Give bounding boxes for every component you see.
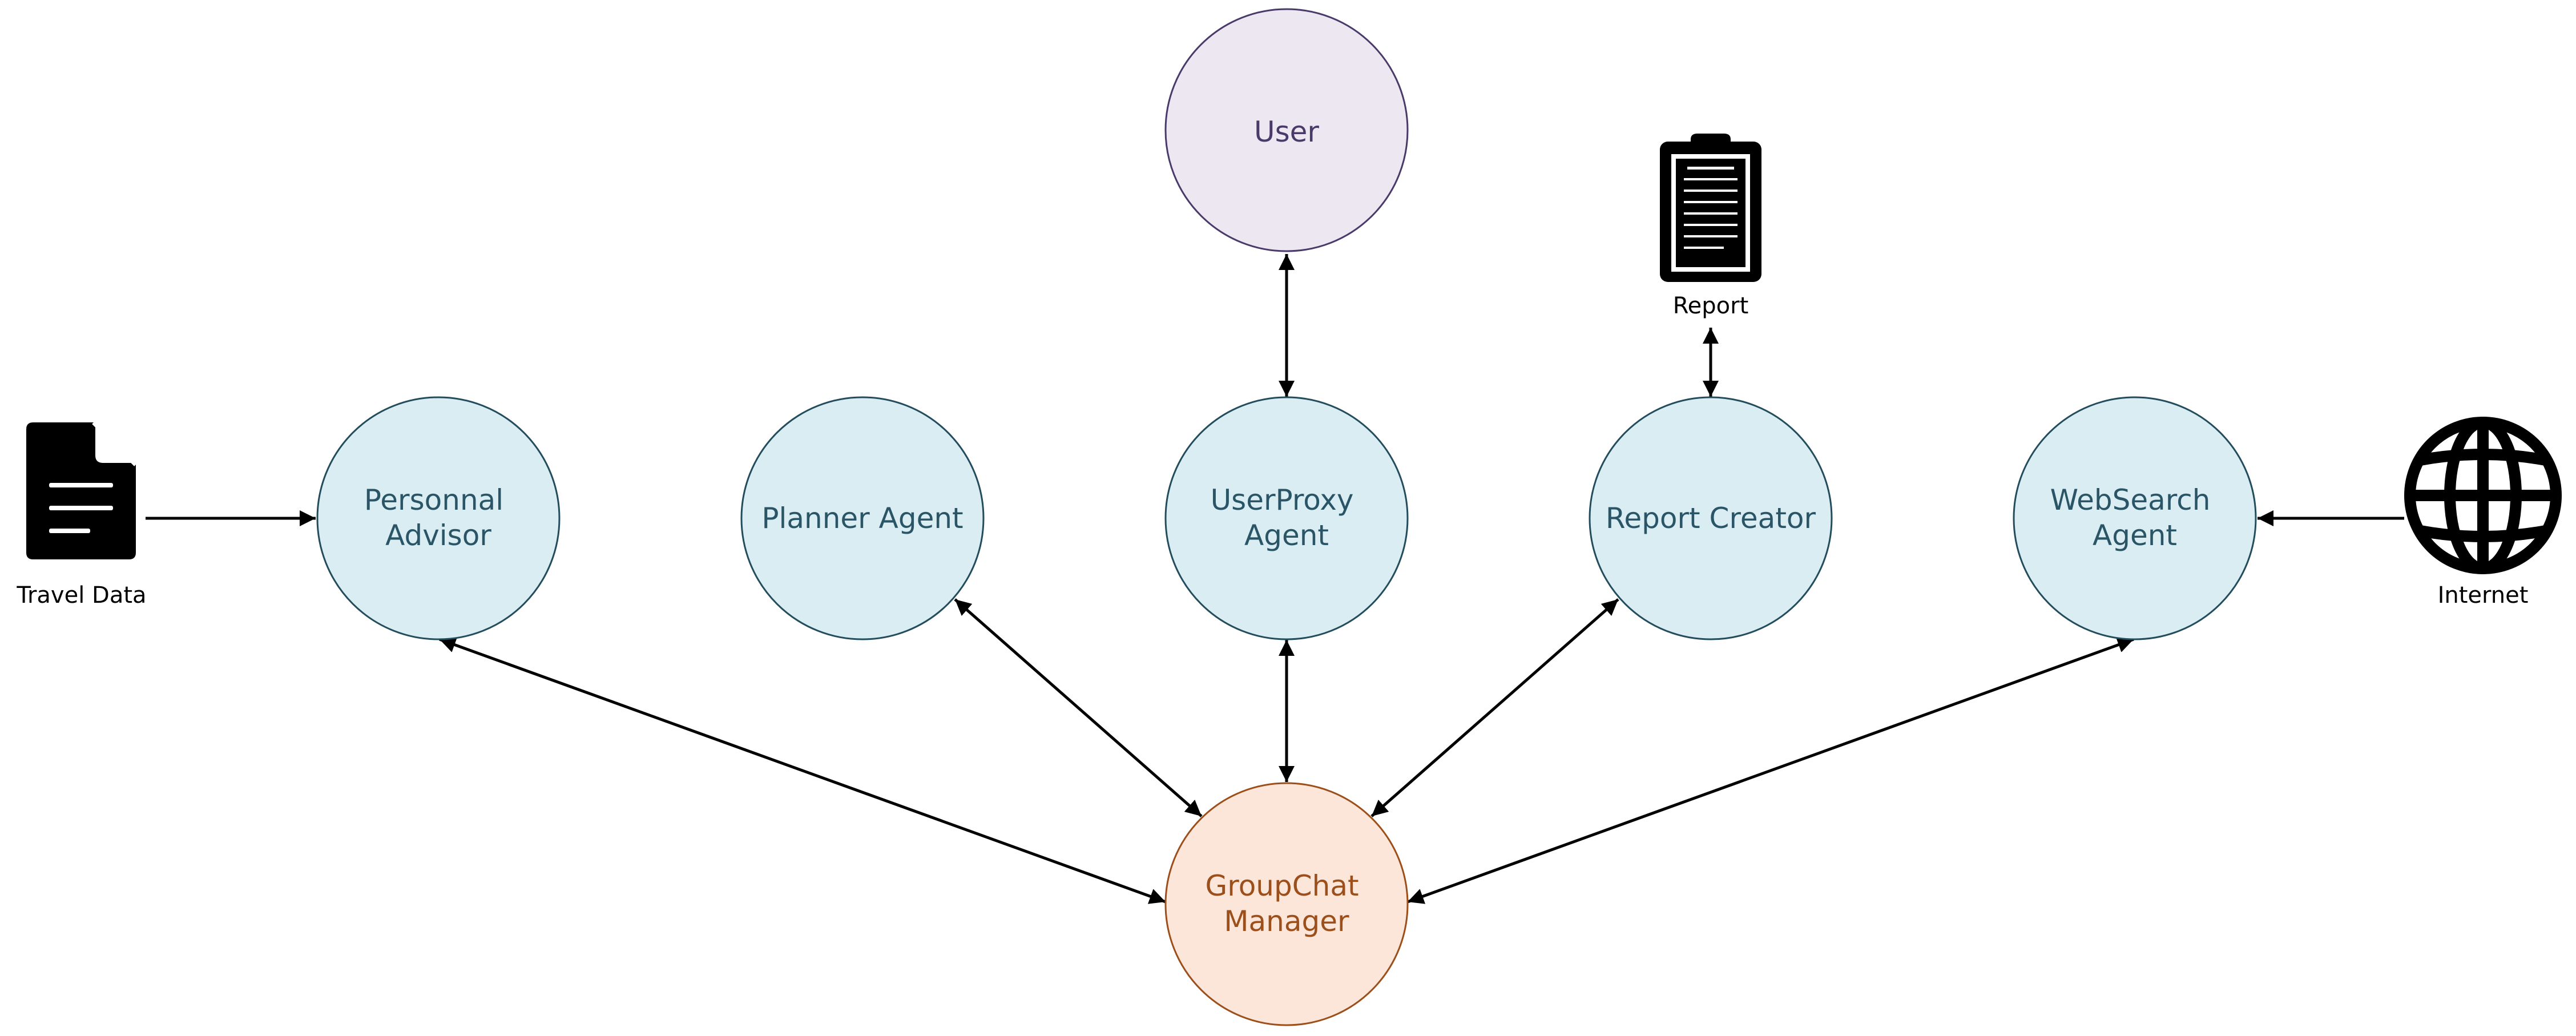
node-user: User: [1164, 8, 1409, 252]
travel-data-label: Travel Data: [16, 582, 146, 608]
node-userproxy-agent-label-line-2: Agent: [1244, 519, 1329, 552]
node-personnal-advisor-label-line-2: Advisor: [385, 519, 491, 552]
node-websearch-agent-label-line-2: Agent: [2093, 519, 2177, 552]
node-report-creator-label: Report Creator: [1606, 502, 1816, 535]
node-report-creator: Report Creator: [1589, 396, 1833, 640]
report-label: Report: [1673, 293, 1749, 319]
node-personnal-advisor-label-line-1: Personnal: [364, 483, 503, 517]
svg-text:Personnal Advisor: Personnal Advisor: [364, 483, 513, 552]
edge-manager-to-planner-agent: [954, 598, 1203, 817]
resource-travel-data: Travel Data: [16, 418, 147, 608]
node-websearch-agent: WebSearch Agent: [2013, 396, 2257, 640]
node-groupchat-manager-label-line-1: GroupChat: [1206, 869, 1359, 902]
svg-text:UserProxy Agent: UserProxy Agent: [1211, 483, 1363, 552]
node-groupchat-manager: GroupChat Manager: [1164, 782, 1409, 1026]
node-websearch-agent-label-line-1: WebSearch: [2050, 483, 2211, 517]
edge-manager-to-websearch-agent: [1407, 637, 2134, 904]
node-planner-agent: Planner Agent: [740, 396, 985, 640]
node-personnal-advisor: Personnal Advisor: [316, 396, 561, 640]
node-userproxy-agent: UserProxy Agent: [1164, 396, 1409, 640]
node-planner-agent-label: Planner Agent: [761, 502, 963, 535]
node-userproxy-agent-label-line-1: UserProxy: [1211, 483, 1354, 517]
globe-icon: [2404, 417, 2562, 574]
edge-manager-to-personnal-advisor: [439, 637, 1166, 904]
edges: [146, 254, 2404, 904]
internet-label: Internet: [2438, 582, 2529, 608]
node-user-label: User: [1254, 115, 1319, 148]
resource-report: Report: [1660, 134, 1761, 319]
svg-text:WebSearch Agent: WebSearch Agent: [2050, 483, 2220, 552]
svg-text:GroupChat Manager: GroupChat Manager: [1206, 869, 1368, 938]
resource-internet: Internet: [2404, 417, 2562, 608]
clipboard-icon: [1660, 134, 1761, 282]
edge-manager-to-report-creator: [1370, 598, 1619, 817]
node-groupchat-manager-label-line-2: Manager: [1224, 905, 1349, 938]
document-icon: [26, 418, 140, 559]
